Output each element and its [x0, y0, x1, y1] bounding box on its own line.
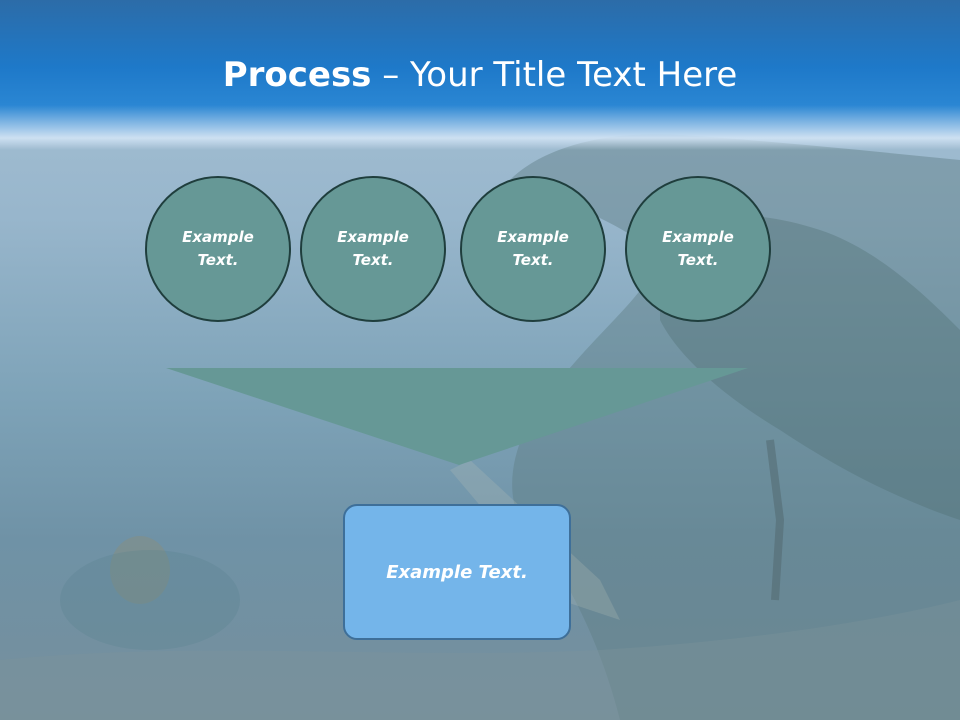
- process-step-circle-4: Example Text.: [625, 176, 771, 322]
- title-rest: – Your Title Text Here: [371, 55, 738, 95]
- process-step-circle-3: Example Text.: [460, 176, 606, 322]
- circle-label-4: Example Text.: [662, 228, 734, 269]
- result-box-label: Example Text.: [386, 561, 528, 583]
- title-bold: Process: [222, 55, 372, 95]
- slide-title: Process – Your Title Text Here: [0, 52, 960, 98]
- title-bar: [0, 0, 960, 150]
- process-step-circle-1: Example Text.: [145, 176, 291, 322]
- circle-label-2: Example Text.: [337, 228, 409, 269]
- funnel-triangle: [166, 368, 748, 465]
- result-box: Example Text.: [343, 504, 571, 640]
- circle-label-3: Example Text.: [497, 228, 569, 269]
- process-step-circle-2: Example Text.: [300, 176, 446, 322]
- circle-label-1: Example Text.: [182, 228, 254, 269]
